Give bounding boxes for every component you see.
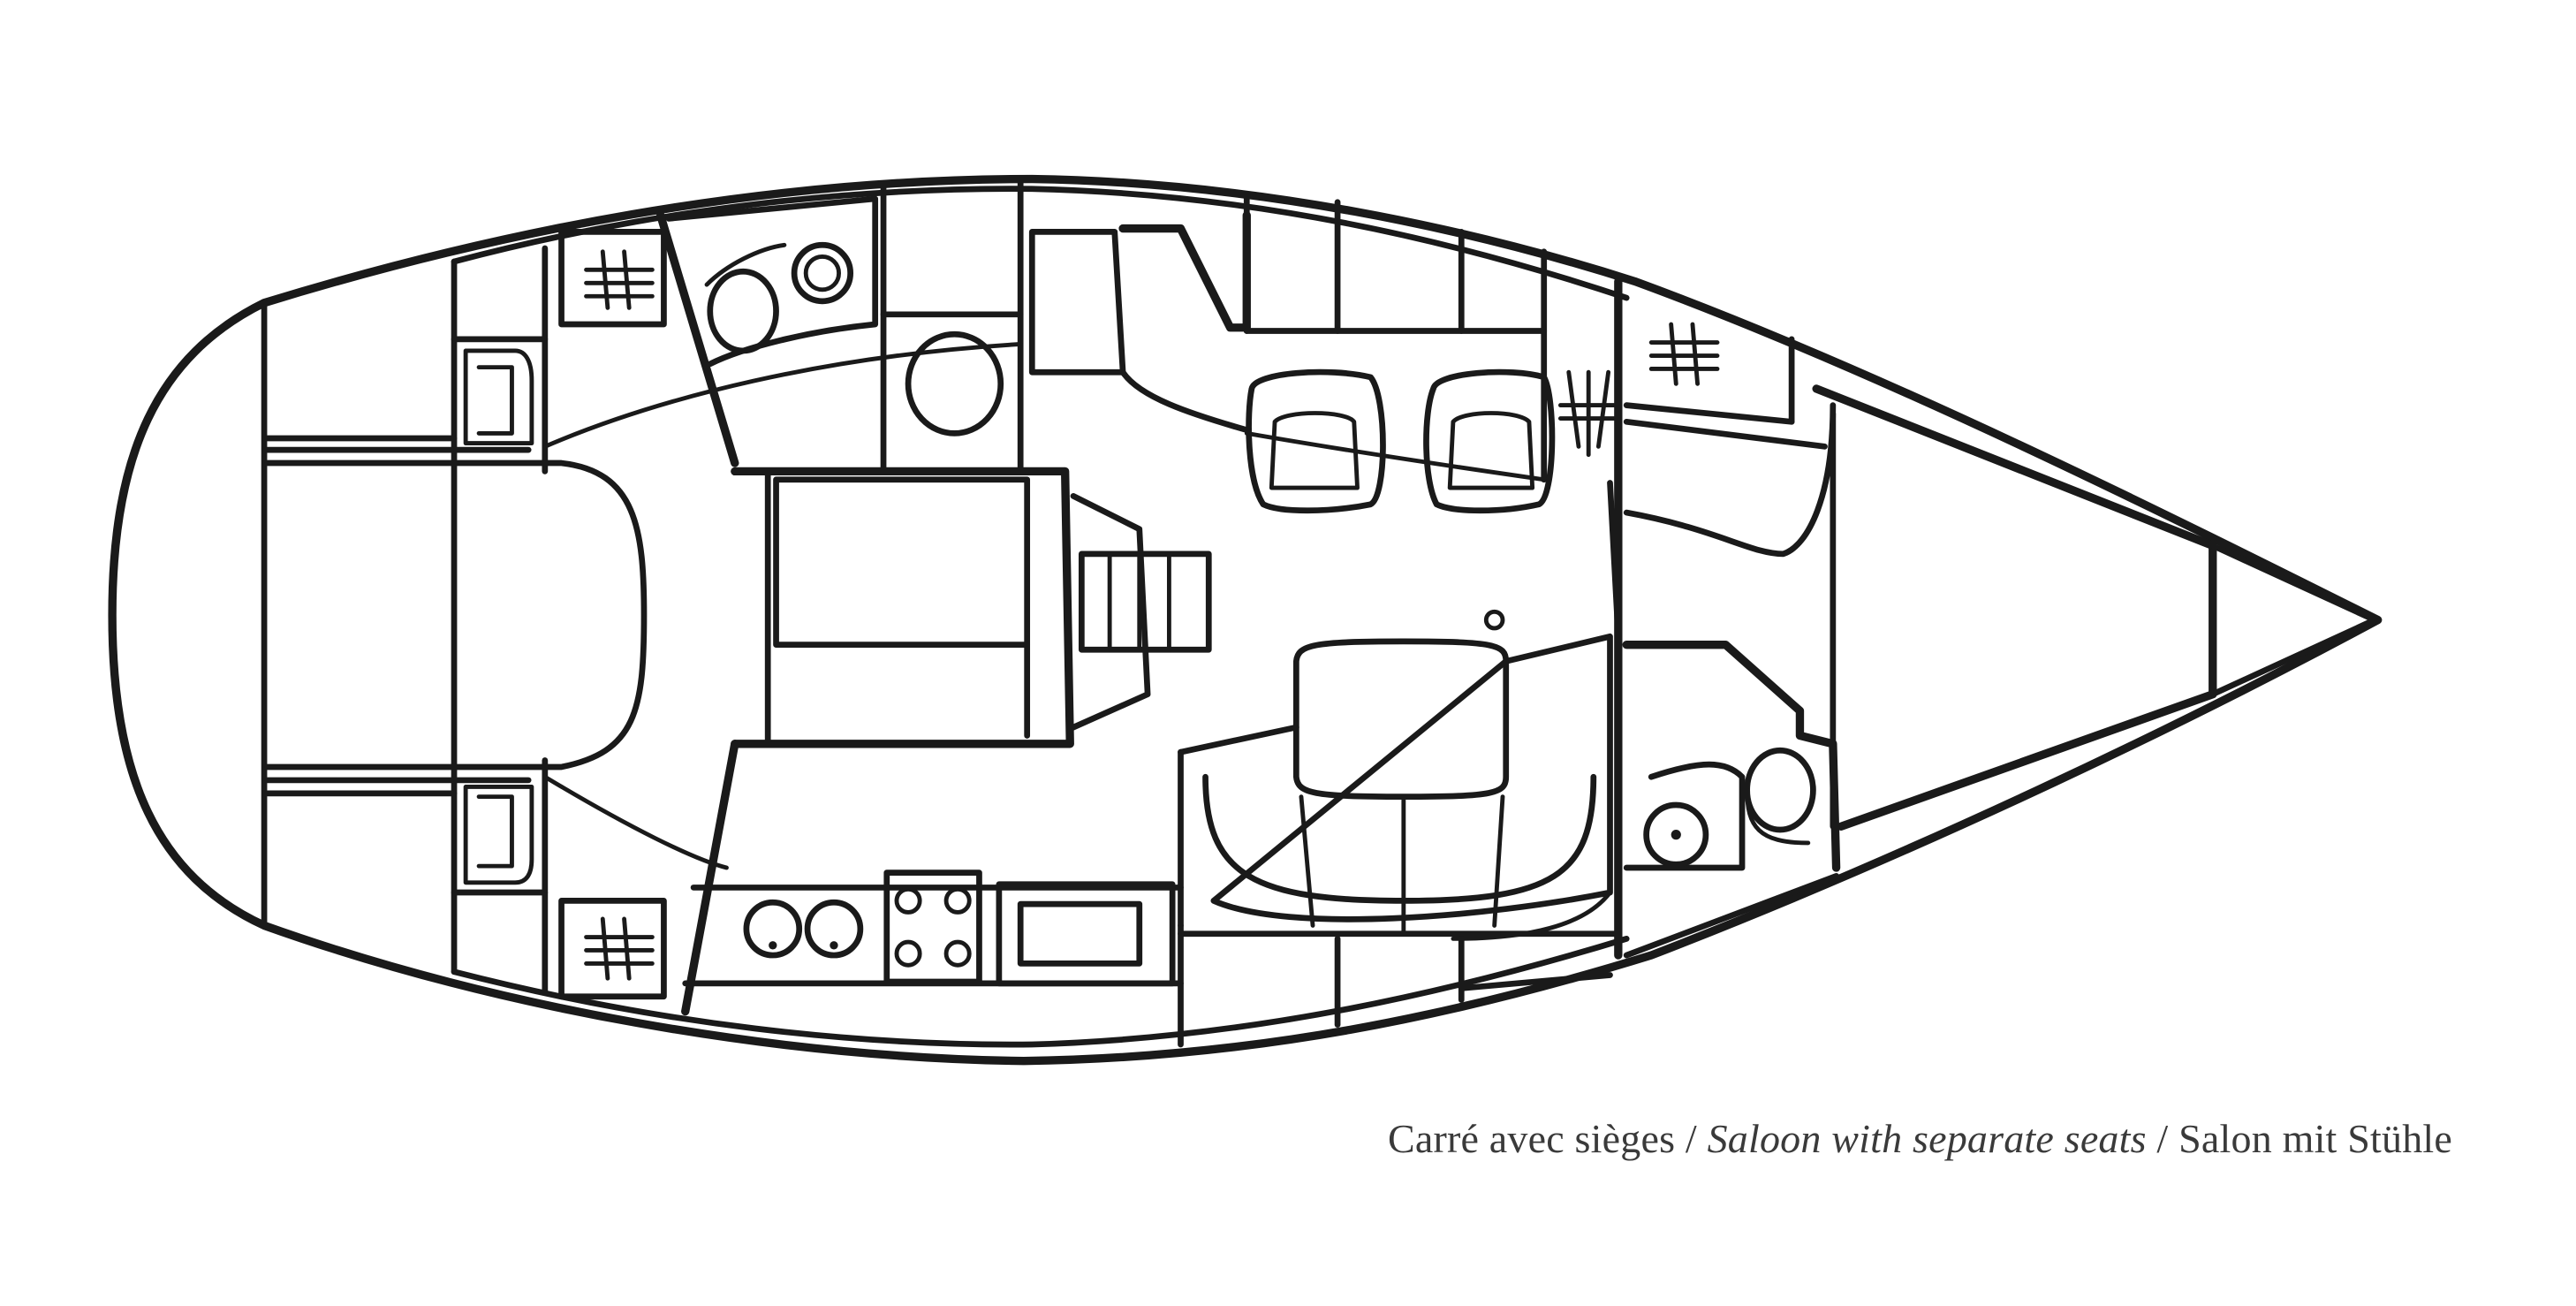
saloon-table [1292, 638, 1510, 800]
forward-toilet-icon [1744, 747, 1816, 833]
stove-icon [883, 869, 982, 985]
hatch-symbol-saloon [1557, 369, 1618, 458]
caption-separator-2: / [2146, 1116, 2179, 1161]
hatch-symbol-aft-port [584, 249, 655, 310]
hull-outline [108, 174, 2383, 1066]
fridge-lid-icon [1017, 900, 1143, 967]
toilet-icon [707, 268, 779, 354]
aft-cabin-area [264, 245, 648, 995]
caption-german: Salon mit Stühle [2178, 1116, 2452, 1161]
caption-english: Saloon with separate seats [1707, 1116, 2147, 1161]
saloon [1028, 192, 1622, 1028]
forward-cabin [1614, 277, 2378, 960]
companionway-steps [1078, 550, 1212, 653]
galley-sink-left-icon [743, 899, 803, 959]
saloon-seat-2 [1423, 368, 1556, 514]
hatch-symbol-aft-starboard [584, 916, 655, 981]
cabin-sole-lines [1244, 430, 1612, 941]
caption-separator-1: / [1675, 1116, 1708, 1161]
center-cabin-block [542, 467, 1212, 1016]
aft-head [656, 195, 879, 467]
sink-icon [791, 241, 854, 305]
forward-sink-icon [1643, 801, 1709, 868]
galley [682, 869, 1184, 1048]
hatch-symbol-forward-port [1648, 322, 1720, 386]
saloon-seat-1 [1246, 368, 1386, 514]
layout-caption: Carré avec sièges / Saloon with separate… [1388, 1115, 2452, 1162]
caption-french: Carré avec sièges [1387, 1116, 1676, 1161]
round-hatch-icon [905, 330, 1004, 437]
galley-sink-right-icon [804, 899, 864, 959]
aft-lockers [558, 228, 667, 1000]
hatch-symbols [584, 249, 1720, 981]
central-section [542, 176, 1024, 475]
